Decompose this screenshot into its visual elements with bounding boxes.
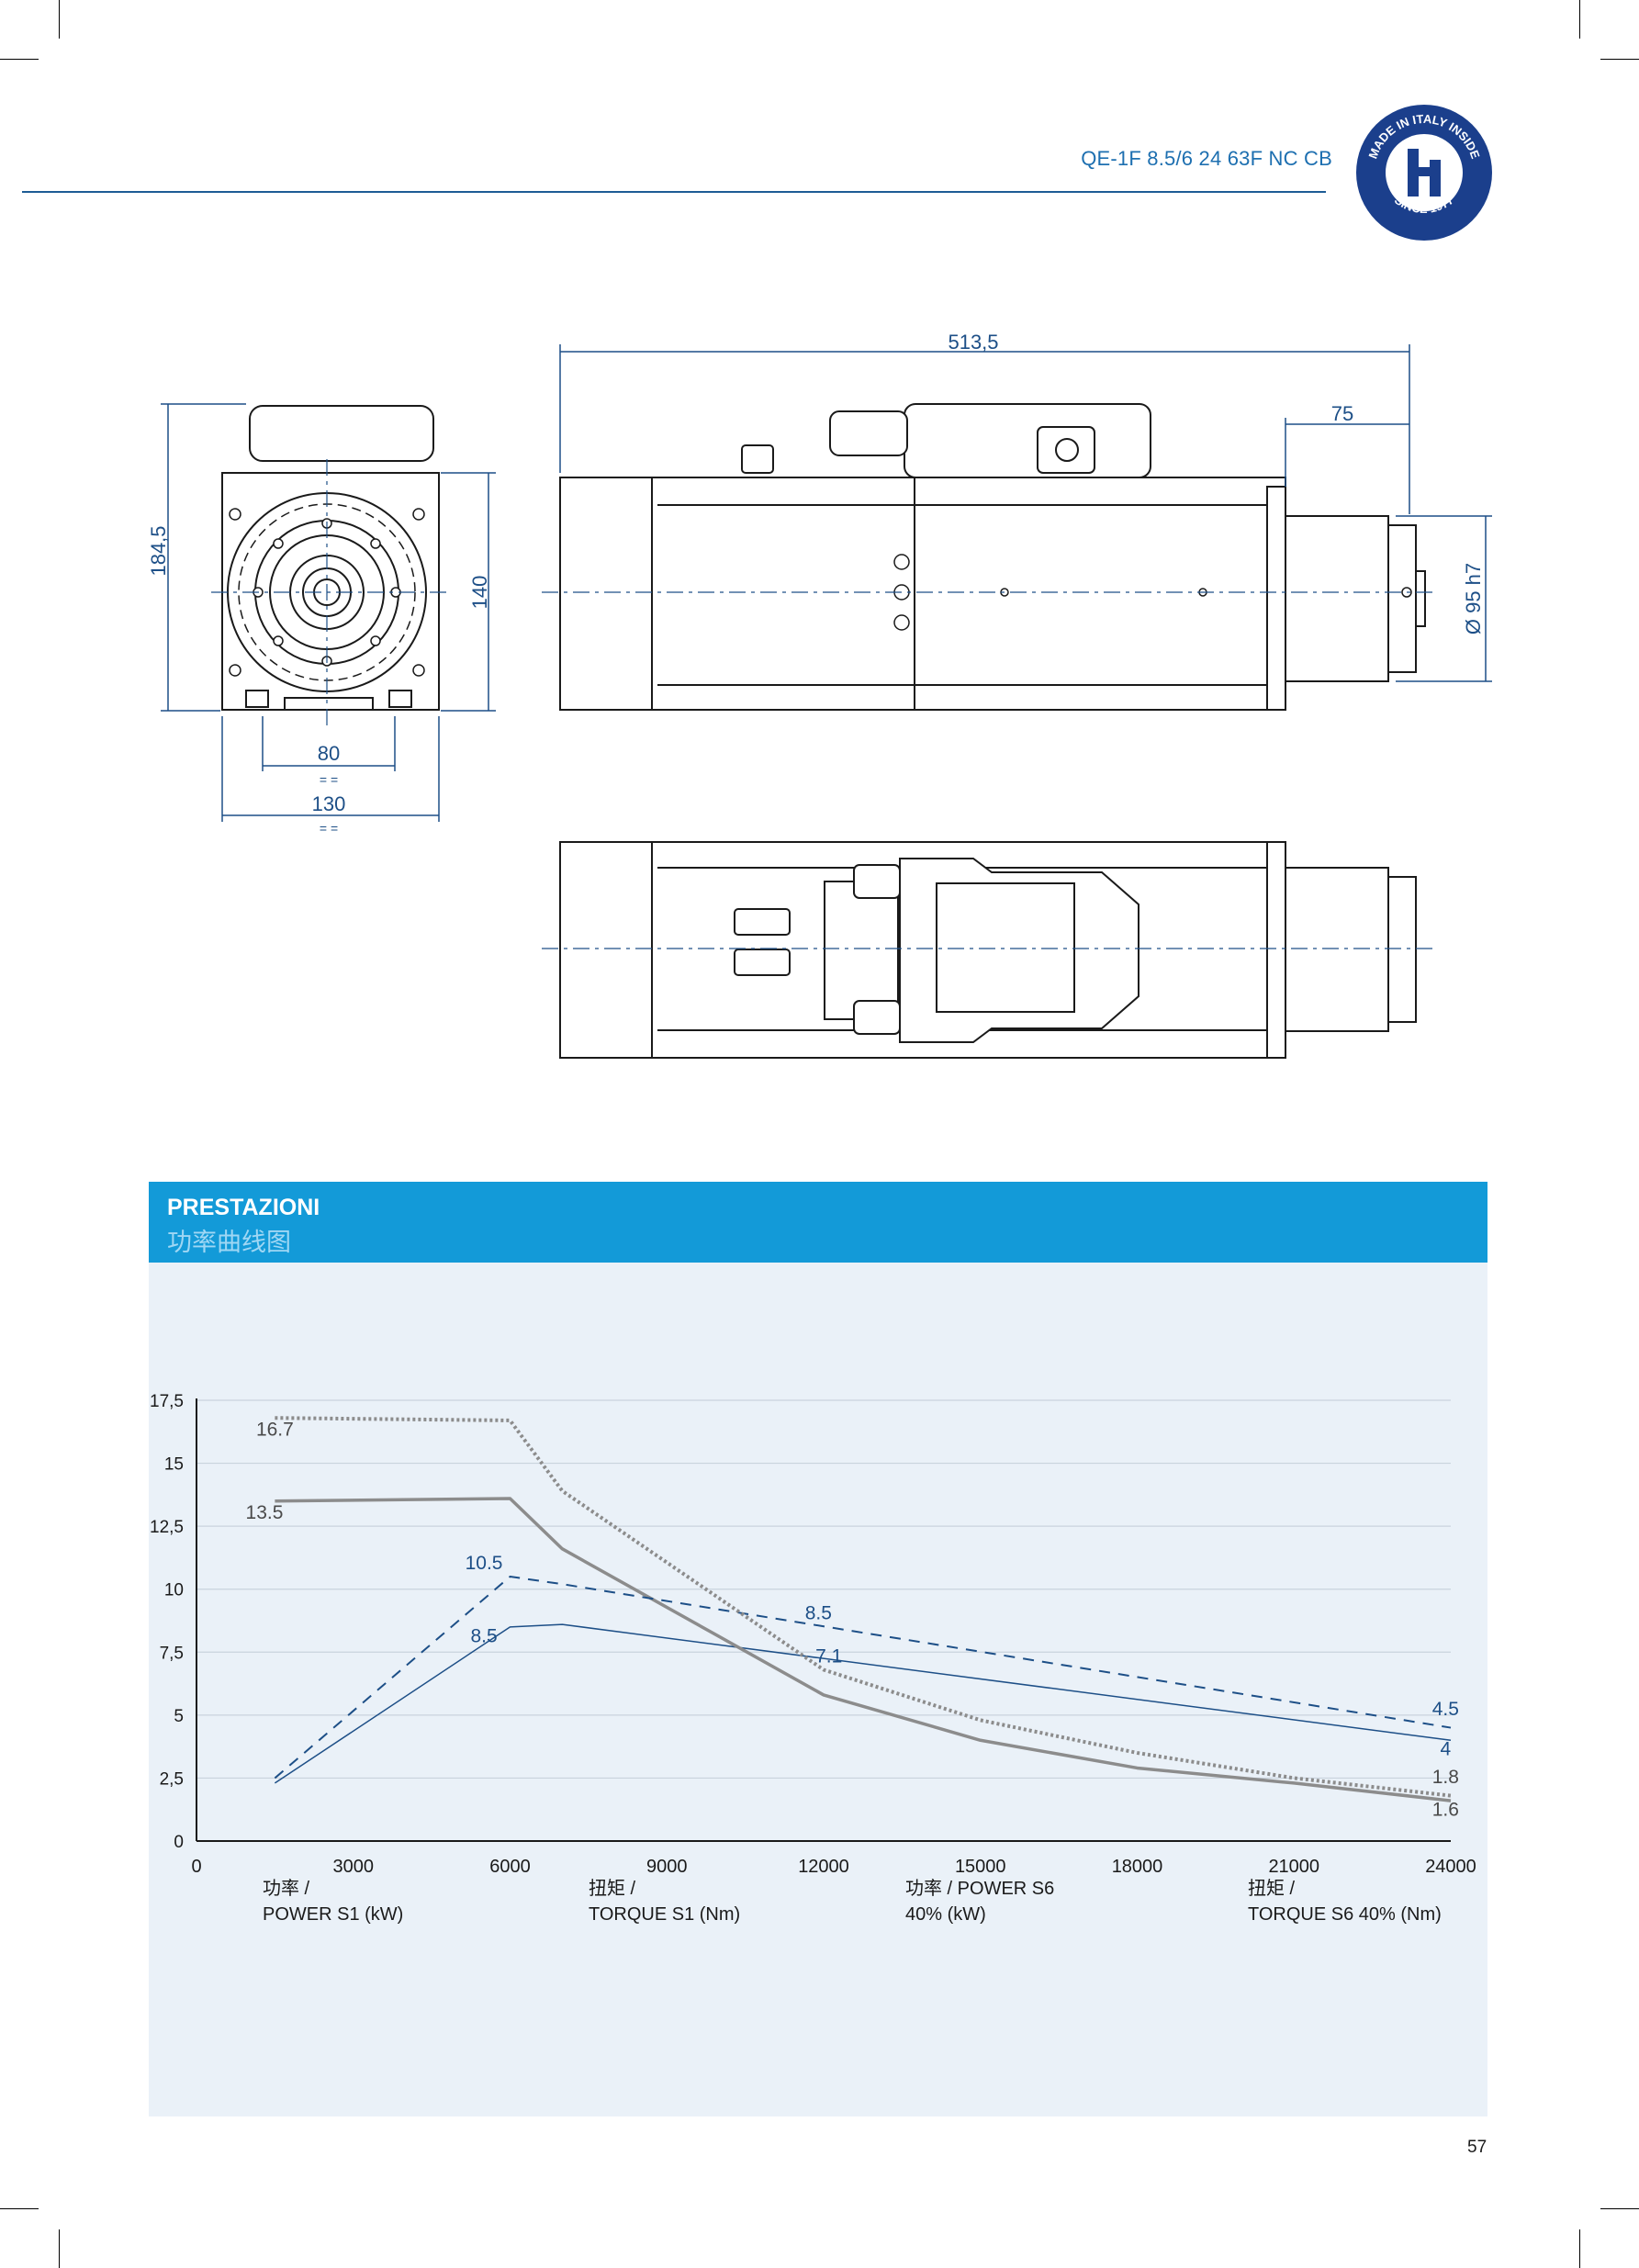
series-power-s6 <box>274 1576 1452 1780</box>
y-tick-label: 2,5 <box>160 1769 184 1789</box>
y-tick-label: 0 <box>174 1833 184 1852</box>
crop-mark <box>1600 59 1639 60</box>
crop-mark <box>1579 0 1580 39</box>
crop-mark <box>0 59 39 60</box>
x-tick-label: 0 <box>191 1857 201 1877</box>
legend-label-bottom: POWER S1 (kW) <box>263 1904 404 1925</box>
dim-diameter: Ø 95 h7 <box>1462 563 1485 634</box>
dim-body: 140 <box>468 576 491 610</box>
y-tick-label: 10 <box>164 1581 184 1600</box>
dim-height: 184,5 <box>147 525 170 576</box>
data-label: 10.5 <box>466 1553 503 1574</box>
data-label: 13.5 <box>246 1502 284 1523</box>
panel-header: PRESTAZIONI 功率曲线图 <box>149 1182 1487 1263</box>
x-tick-label: 3000 <box>333 1857 375 1877</box>
data-label: 1.8 <box>1432 1767 1459 1788</box>
technical-drawing: 184,5 140 80 = = 130 = = 513,5 75 Ø 95 <box>147 331 1492 1059</box>
x-tick-label: 21000 <box>1268 1857 1319 1877</box>
legend-label-bottom: 40% (kW) <box>905 1904 986 1925</box>
side-dimensions <box>559 344 1492 682</box>
crop-mark <box>59 2229 60 2268</box>
y-tick-label: 15 <box>164 1455 184 1475</box>
page-number: 57 <box>1467 2138 1487 2157</box>
y-tick-label: 5 <box>174 1707 184 1726</box>
data-label: 1.6 <box>1432 1800 1459 1821</box>
data-label: 4.5 <box>1432 1699 1459 1720</box>
data-label: 8.5 <box>470 1625 497 1646</box>
model-title: QE-1F 8.5/6 24 63F NC CB <box>1081 147 1332 170</box>
top-view <box>559 841 1417 1059</box>
data-label: 7.1 <box>815 1645 842 1667</box>
y-tick-label: 7,5 <box>160 1644 184 1663</box>
dim-80: 80 <box>318 742 340 765</box>
series-torque-s1 <box>275 1497 1452 1802</box>
panel-title: PRESTAZIONI <box>167 1195 320 1220</box>
dim-nose: 75 <box>1331 402 1353 425</box>
x-tick-label: 18000 <box>1112 1857 1163 1877</box>
crop-mark <box>59 0 60 39</box>
x-tick-label: 9000 <box>646 1857 688 1877</box>
crop-mark <box>1600 2208 1639 2209</box>
data-label: 4 <box>1440 1739 1451 1760</box>
legend-label-top: 功率 / <box>263 1879 310 1899</box>
series-torque-s6 <box>275 1416 1452 1798</box>
x-tick-label: 6000 <box>489 1857 531 1877</box>
performance-panel: PRESTAZIONI 功率曲线图 0 2,5 5 7,5 10 12,5 15 17,5 0 3… <box>149 1182 1487 2116</box>
data-label: 8.5 <box>805 1603 832 1624</box>
y-tick-label: 17,5 <box>150 1392 184 1411</box>
legend-label-bottom: TORQUE S6 40% (Nm) <box>1248 1904 1442 1925</box>
x-tick-label: 24000 <box>1425 1857 1476 1877</box>
dim-sym-2: = = <box>320 821 338 836</box>
data-label: 16.7 <box>256 1419 294 1440</box>
crop-mark <box>0 2208 39 2209</box>
header-rule <box>22 191 1326 193</box>
dim-sym-1: = = <box>320 772 338 787</box>
y-tick-label: 12,5 <box>150 1518 184 1537</box>
legend-label-bottom: TORQUE S1 (Nm) <box>589 1904 741 1925</box>
front-dimensions <box>161 403 496 822</box>
side-view <box>559 403 1426 711</box>
dim-length: 513,5 <box>948 331 998 354</box>
crop-mark <box>1579 2229 1580 2268</box>
legend-label-top: 扭矩 / <box>589 1879 636 1899</box>
x-tick-label: 15000 <box>955 1857 1006 1877</box>
series-power-s1 <box>274 1623 1452 1784</box>
dim-130: 130 <box>312 792 346 815</box>
performance-chart: 0 2,5 5 7,5 10 12,5 15 17,5 0 3000 6000 9000 12000 15… <box>150 1392 1476 1877</box>
legend-label-top: 功率 / POWER S6 <box>905 1879 1055 1899</box>
front-view <box>221 405 440 711</box>
legend-label-top: 扭矩 / <box>1248 1879 1296 1899</box>
made-in-italy-badge: MADE IN ITALY INSIDE SINCE 1977 <box>1356 105 1492 241</box>
x-tick-label: 12000 <box>798 1857 849 1877</box>
panel-subtitle: 功率曲线图 <box>167 1229 291 1256</box>
